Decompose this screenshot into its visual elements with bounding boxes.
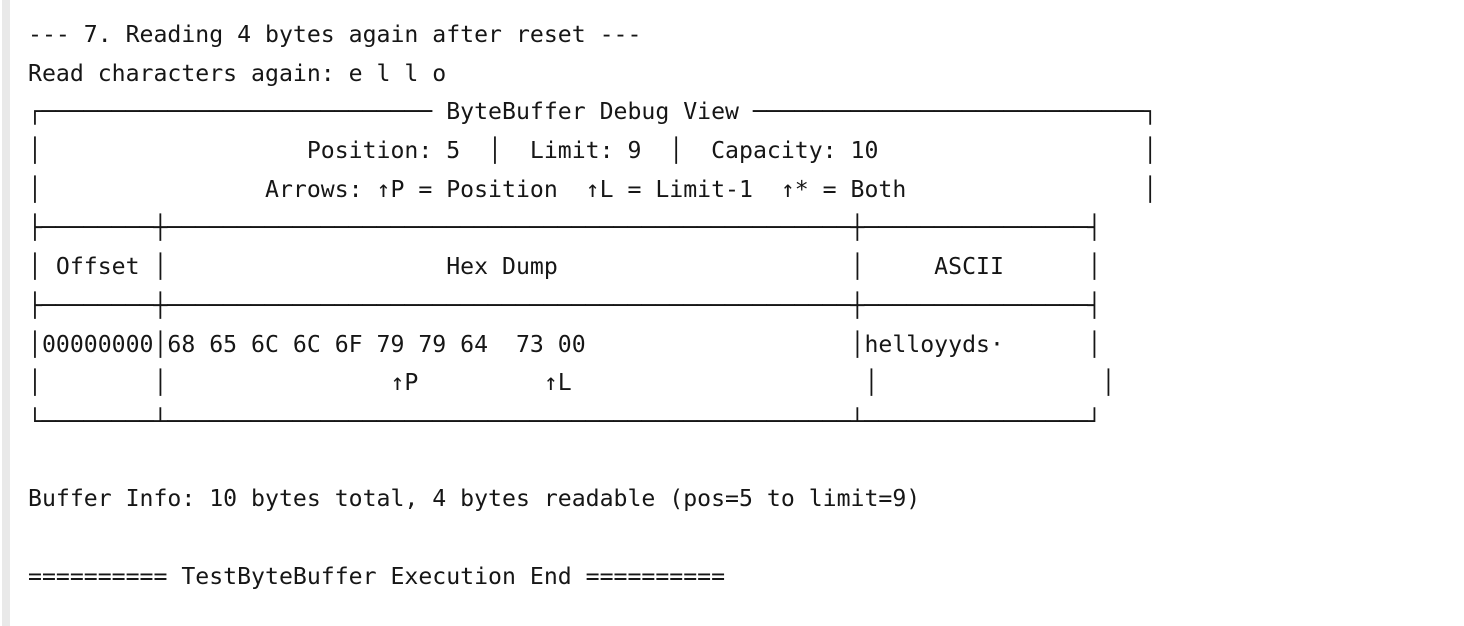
debug-view-legend-line: │ Arrows: ↑P = Position ↑L = Limit-1 ↑* … — [28, 176, 1158, 203]
console-line-section-header: --- 7. Reading 4 bytes again after reset… — [28, 22, 642, 48]
debug-view-stats-line: │ Position: 5 │ Limit: 9 │ Capacity: 10 … — [28, 138, 1158, 165]
table-separator-mid: ├────────┼──────────────────────────────… — [28, 292, 1102, 319]
blank-line — [28, 442, 1157, 481]
table-marker-row: │ │ ↑P ↑L │ │ — [28, 370, 1116, 397]
table-data-row: │00000000│68 65 6C 6C 6F 79 79 64 73 00 … — [28, 331, 1102, 358]
debug-view-top-border: ┌──────────────────────────── ByteBuffer… — [28, 99, 1158, 126]
left-gutter — [2, 0, 10, 626]
buffer-info-line: Buffer Info: 10 bytes total, 4 bytes rea… — [28, 486, 921, 513]
execution-end-line: ========== TestByteBuffer Execution End … — [28, 563, 726, 590]
table-bottom-border: └────────┴──────────────────────────────… — [28, 408, 1102, 435]
console-output: --- 7. Reading 4 bytes again after reset… — [28, 22, 1158, 590]
table-separator-top: ├────────┼──────────────────────────────… — [28, 215, 1102, 242]
console-line-read-result: Read characters again: e l l o — [28, 60, 447, 87]
blank-line-2 — [28, 519, 1157, 558]
table-header-row: │ Offset │ Hex Dump │ ASCII │ — [28, 254, 1102, 281]
